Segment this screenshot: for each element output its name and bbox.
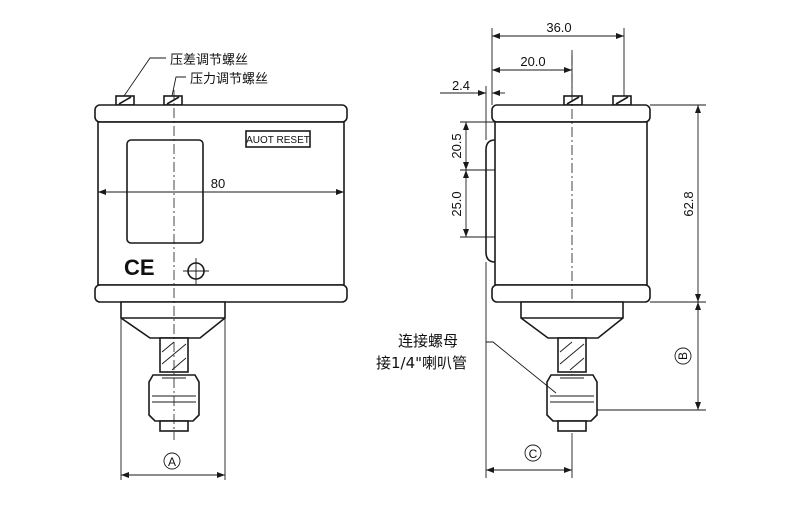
nut-label-2: 接1/4"喇叭管: [376, 354, 467, 372]
dim-vertical-left: 20.5 25.0: [449, 121, 495, 238]
dim-80: 80: [98, 176, 344, 195]
dim-c-label: C: [529, 447, 538, 461]
side-flare-nut: [546, 374, 598, 432]
dim-a: A: [120, 318, 226, 480]
diff-adjust-screw: [115, 95, 135, 106]
dim-62-8-label: 62.8: [681, 191, 696, 216]
dim-62-8: 62.8: [650, 104, 706, 303]
dim-36: 36.0: [491, 20, 625, 105]
nut-leader: [486, 341, 557, 394]
diff-screw-leader: [123, 57, 166, 97]
dim-b-label: B: [676, 352, 690, 360]
display-window: [126, 139, 204, 244]
side-bottom-cap: [491, 284, 651, 303]
side-body: [494, 121, 648, 286]
lower-housing: [120, 301, 226, 339]
dim-c: C: [485, 262, 573, 478]
dim-36-label: 36.0: [546, 20, 571, 35]
side-bracket: [485, 139, 496, 263]
pressure-screw-leader: [171, 76, 186, 97]
ce-mark: CE: [124, 255, 155, 280]
dim-25-label: 25.0: [449, 191, 464, 216]
side-view: 连接螺母 接1/4"喇叭管 36.0 20.0 2.4: [376, 20, 706, 478]
reset-label: AUOT RESET: [246, 135, 310, 146]
dim-2-4-label: 2.4: [452, 78, 470, 93]
side-screw-2: [612, 95, 632, 106]
ground-symbol: [183, 258, 209, 284]
dim-b: B: [597, 302, 706, 411]
dim-20-5-label: 20.5: [449, 133, 464, 158]
dim-2-4: 2.4: [440, 78, 505, 140]
side-top-cap: [491, 104, 651, 123]
pressure-screw-label: 压力调节螺丝: [190, 72, 268, 87]
dim-a-label: A: [168, 455, 176, 469]
nut-label-1: 连接螺母: [398, 332, 458, 350]
bottom-cap: [94, 284, 348, 303]
side-connector-stem: [557, 337, 587, 373]
diff-screw-label: 压差调节螺丝: [170, 53, 248, 68]
dim-20-label: 20.0: [520, 54, 545, 69]
reset-box: [245, 130, 311, 148]
side-screw-1: [563, 95, 583, 106]
dim-20: 20.0: [492, 50, 573, 96]
front-view: 压差调节螺丝 压力调节螺丝 AUOT RESET CE 80: [94, 53, 348, 480]
dim-80-label: 80: [211, 176, 225, 191]
pressure-adjust-screw: [163, 95, 183, 106]
side-lower-housing: [520, 301, 624, 339]
top-cap: [94, 104, 348, 123]
